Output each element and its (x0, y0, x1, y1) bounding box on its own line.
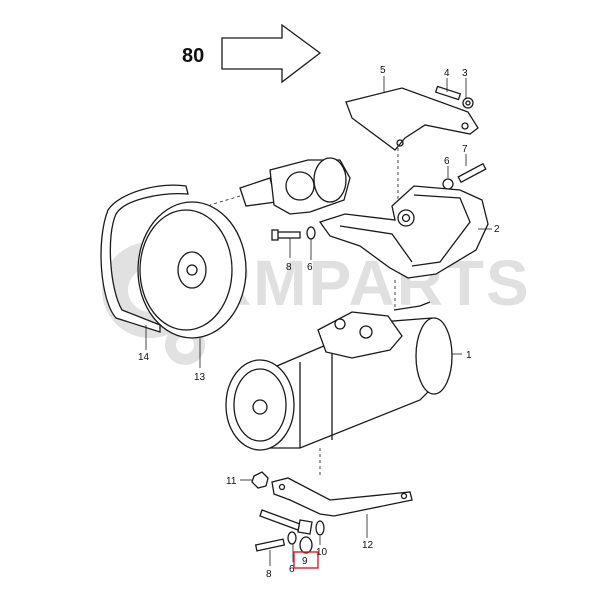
callout-14: 14 (138, 352, 150, 363)
callout-labels: 5 4 3 6 7 2 8 6 1 14 13 11 12 10 9 6 8 (138, 65, 500, 580)
group-indicator: 80 (182, 23, 322, 84)
callout-4: 4 (444, 68, 450, 79)
part-bolt-washer-top (434, 85, 474, 109)
callout-6-mid: 6 (307, 262, 313, 273)
callout-12: 12 (362, 540, 374, 551)
leader-lines (145, 76, 492, 566)
callout-9: 9 (302, 556, 308, 567)
part-pulley (137, 201, 247, 339)
callout-7: 7 (462, 144, 468, 155)
arrow-right-icon (221, 23, 322, 84)
part-belt (100, 184, 189, 333)
callout-3: 3 (462, 68, 468, 79)
part-bolt-washer-mid (271, 226, 316, 241)
callout-1: 1 (466, 350, 472, 361)
watermark-text: RMPARTS (205, 247, 531, 319)
part-bolt-washer-7 (442, 162, 487, 190)
part-long-bolt-assembly (254, 509, 325, 554)
callout-2: 2 (494, 224, 500, 235)
callout-8-lower: 8 (266, 569, 272, 580)
part-mounting-bracket (318, 185, 489, 310)
callout-10: 10 (316, 547, 328, 558)
part-lower-bracket (271, 477, 413, 517)
highlight-box (293, 551, 319, 569)
group-number: 80 (182, 45, 204, 67)
part-crankshaft (209, 157, 351, 215)
part-nut (251, 471, 269, 489)
callout-13: 13 (194, 372, 206, 383)
callout-8-mid: 8 (286, 262, 292, 273)
part-bracket-plate (345, 87, 479, 240)
callout-11: 11 (226, 476, 237, 487)
callout-6-lower: 6 (289, 564, 295, 575)
callout-6-upper: 6 (444, 156, 450, 167)
part-compressor (225, 301, 453, 478)
callout-5: 5 (380, 65, 386, 76)
